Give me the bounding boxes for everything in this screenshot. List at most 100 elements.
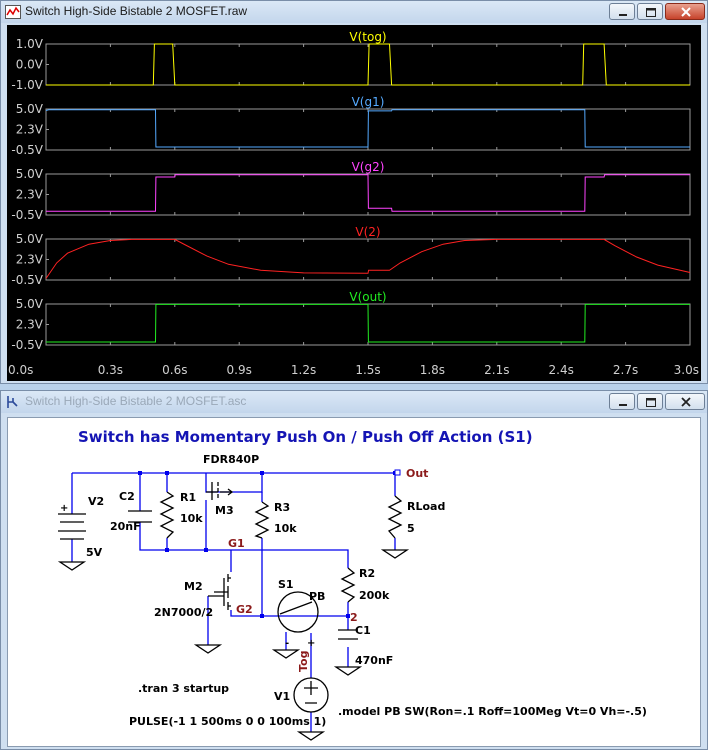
- waveform-plot-area[interactable]: V(tog) 1.0V 0.0V -1.0V V(g1) 5.0V 2.3V -0.5V V(g…: [7, 25, 701, 381]
- series-line-vg1[interactable]: [45, 109, 690, 148]
- x-tick-label: 1.2s: [291, 363, 316, 377]
- close-icon: [681, 397, 691, 407]
- s1-switch-symbol: [277, 591, 319, 633]
- schematic-close-button[interactable]: [665, 393, 705, 410]
- label-s1-plus: +: [307, 638, 315, 649]
- waveform-window[interactable]: Switch High-Side Bistable 2 MOSFET.raw V…: [0, 0, 708, 384]
- series-line-vg2[interactable]: [46, 174, 690, 212]
- label-c2: C2: [119, 490, 135, 503]
- schematic-app-icon: [7, 396, 18, 408]
- label-m2: M2: [184, 580, 203, 593]
- trace-label-vout[interactable]: V(out): [349, 290, 386, 304]
- m3-mosfet-symbol: [206, 482, 234, 500]
- pane-frame[interactable]: [45, 238, 691, 281]
- schematic-maximize-button[interactable]: [637, 393, 663, 410]
- minimize-icon: [619, 404, 627, 406]
- label-5v: 5V: [86, 546, 103, 559]
- trace-label-vg2[interactable]: V(g2): [352, 160, 385, 174]
- directive-pulse: PULSE(-1 1 500ms 0 0 100ms 1): [129, 715, 326, 728]
- schematic-canvas[interactable]: Switch has Momentary Push On / Push Off …: [7, 417, 701, 747]
- x-tick-label: 0.0s: [8, 363, 33, 377]
- series-line-vtog[interactable]: [46, 43, 690, 86]
- r2-symbol: [340, 567, 356, 603]
- x-tick-label: 2.1s: [484, 363, 509, 377]
- label-c1-value: 470nF: [355, 654, 393, 667]
- y-tick-label: 0.0V: [16, 58, 44, 72]
- y-tick-label: 5.0V: [16, 297, 44, 311]
- x-tick-label: 1.8s: [420, 363, 445, 377]
- label-out: Out: [406, 467, 428, 480]
- x-tick-label: 0.9s: [227, 363, 252, 377]
- label-v2: V2: [88, 495, 104, 508]
- schematic-minimize-button[interactable]: [609, 393, 635, 410]
- ground-icon: [193, 644, 223, 654]
- wire-s1: [285, 632, 312, 678]
- schematic-drawing[interactable]: Switch has Momentary Push On / Push Off …: [8, 418, 700, 746]
- trace-label-v2[interactable]: V(2): [355, 225, 380, 239]
- x-tick-label: 2.4s: [549, 363, 574, 377]
- label-v1: V1: [274, 690, 290, 703]
- trace-label-vg1[interactable]: V(g1): [352, 95, 385, 109]
- c1-symbol: [338, 629, 358, 640]
- directive-tran: .tran 3 startup: [138, 682, 229, 695]
- out-port-flag: [394, 469, 401, 476]
- y-tick-label: 2.3V: [16, 253, 44, 267]
- ground-icon: [296, 731, 326, 741]
- ground-icon: [380, 549, 410, 559]
- junction-dot: [204, 548, 208, 552]
- label-r3-value: 10k: [274, 522, 297, 535]
- schematic-window[interactable]: Switch High-Side Bistable 2 MOSFET.asc: [0, 390, 708, 750]
- y-tick-label: -0.5V: [11, 273, 43, 287]
- label-tog: Tog: [297, 651, 310, 672]
- label-fdr840p: FDR840P: [203, 453, 259, 466]
- waveform-window-title: Switch High-Side Bistable 2 MOSFET.raw: [25, 4, 248, 18]
- y-tick-label: 5.0V: [16, 232, 44, 246]
- label-m3: M3: [215, 504, 234, 517]
- maximize-button[interactable]: [637, 3, 663, 20]
- y-tick-label: 5.0V: [16, 167, 44, 181]
- minimize-button[interactable]: [609, 3, 635, 20]
- label-node-2: 2: [350, 611, 358, 624]
- x-tick-label: 1.5s: [355, 363, 380, 377]
- junction-dot: [346, 614, 350, 618]
- y-tick-label: -0.5V: [11, 143, 43, 157]
- ground-icon: [57, 561, 87, 571]
- y-tick-label: -0.5V: [11, 338, 43, 352]
- close-icon: [681, 7, 691, 17]
- y-tick-label: -0.5V: [11, 208, 43, 222]
- minimize-icon: [619, 14, 627, 16]
- label-m2-value: 2N7000/2: [154, 606, 213, 619]
- m2-mosfet-symbol: [208, 574, 231, 610]
- wires: [71, 472, 396, 732]
- y-tick-label: -1.0V: [11, 78, 43, 92]
- y-tick-label: 1.0V: [16, 37, 44, 51]
- series-line-vout[interactable]: [46, 303, 690, 343]
- schematic-titlebar[interactable]: Switch High-Side Bistable 2 MOSFET.asc: [1, 391, 707, 413]
- label-g1: G1: [228, 537, 245, 550]
- r3-symbol: [254, 501, 270, 539]
- y-tick-label: 5.0V: [16, 102, 44, 116]
- waveform-plot[interactable]: V(tog) 1.0V 0.0V -1.0V V(g1) 5.0V 2.3V -0.5V V(g…: [7, 25, 701, 381]
- wire-m2: [207, 550, 262, 645]
- y-tick-label: 2.3V: [16, 188, 44, 202]
- series-line-v2[interactable]: [45, 238, 691, 279]
- waveform-titlebar[interactable]: Switch High-Side Bistable 2 MOSFET.raw: [1, 1, 707, 23]
- junction-dot: [165, 548, 169, 552]
- trace-label-vtog[interactable]: V(tog): [349, 30, 386, 44]
- ground-icon: [333, 666, 363, 676]
- schematic-window-title: Switch High-Side Bistable 2 MOSFET.asc: [25, 394, 247, 408]
- maximize-icon: [646, 8, 656, 17]
- y-tick-label: 2.3V: [16, 318, 44, 332]
- label-pb: PB: [309, 590, 325, 603]
- ground-icon: [271, 649, 301, 659]
- components: [57, 482, 410, 741]
- label-s1-minus: -: [285, 638, 289, 649]
- maximize-icon: [646, 398, 656, 407]
- junction-dot: [165, 471, 169, 475]
- x-tick-label: 3.0s: [674, 363, 699, 377]
- v1-polarity-marks: [304, 681, 318, 704]
- label-r3: R3: [274, 501, 290, 514]
- close-button[interactable]: [665, 3, 705, 20]
- label-rload: RLoad: [407, 500, 445, 513]
- label-r1-value: 10k: [180, 512, 203, 525]
